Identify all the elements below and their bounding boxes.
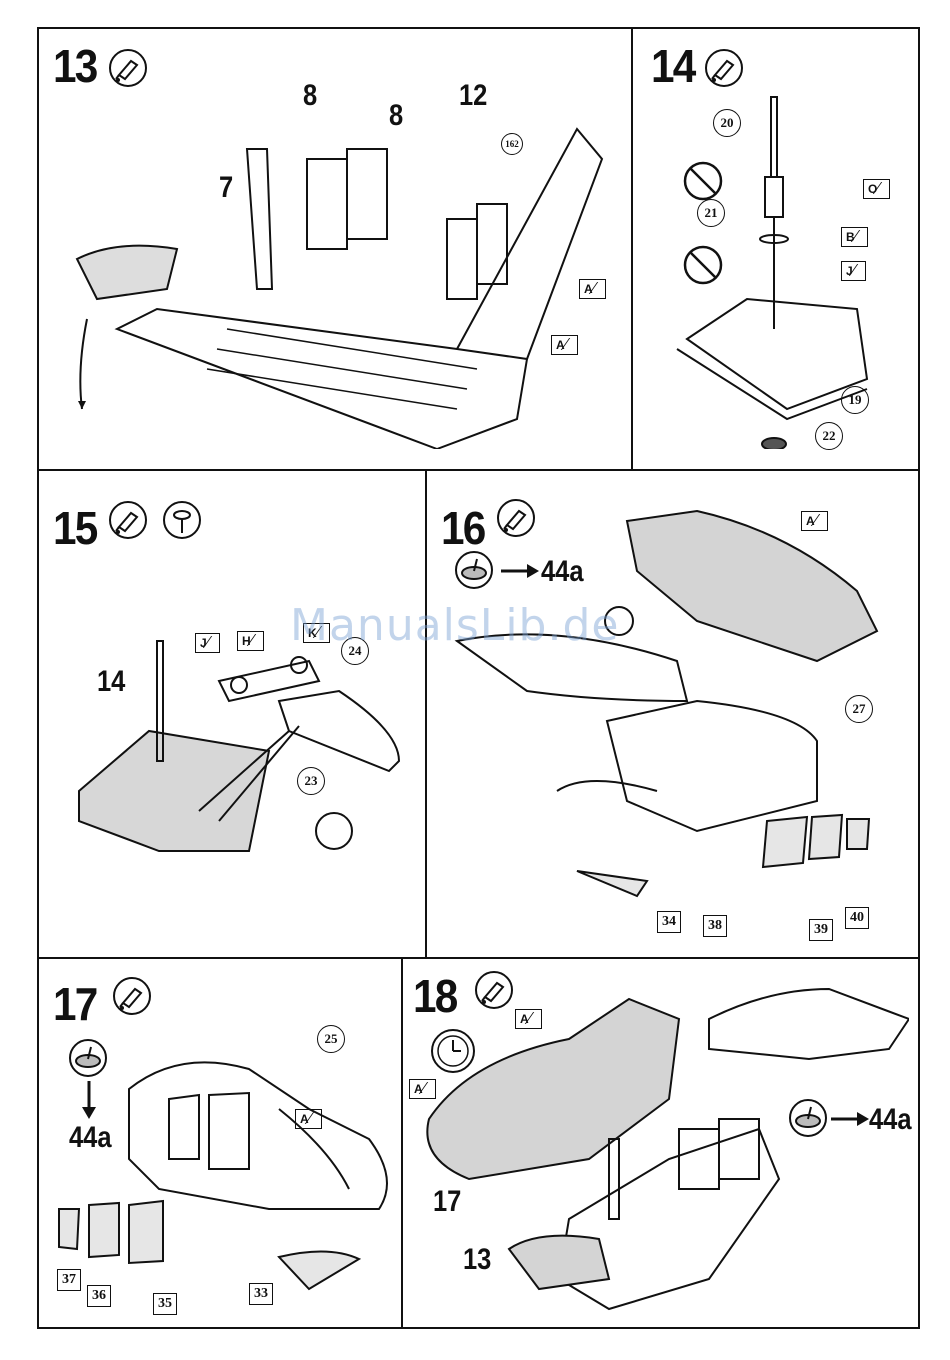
part-number-box: 40 xyxy=(845,907,869,929)
rotor-mast-drawing xyxy=(647,89,907,449)
step-number: 15 xyxy=(53,505,96,551)
fuselage-assembly-drawing xyxy=(409,979,909,1319)
glue-icon xyxy=(109,501,147,539)
fuselage-window-drawing xyxy=(437,501,917,901)
mast-panel-drawing xyxy=(59,621,409,941)
step-number: 14 xyxy=(651,43,694,89)
part-number-box: 34 xyxy=(657,911,681,933)
part-number-box: 39 xyxy=(809,919,833,941)
step-number: 13 xyxy=(53,43,96,89)
step-16-panel: 16 44a 27 A 34 38 39 40 xyxy=(425,469,920,959)
glue-icon xyxy=(109,49,147,87)
cockpit-floor-drawing xyxy=(57,89,617,449)
glue-icon xyxy=(705,49,743,87)
step-14-panel: 14 20 21 19 22 O B J xyxy=(631,27,920,471)
fuselage-side-drawing xyxy=(49,1009,399,1329)
step-15-panel: 15 14 24 23 J H K xyxy=(37,469,427,959)
step-13-panel: 13 8 8 12 7 162 A A xyxy=(37,27,633,471)
part-number-box: 38 xyxy=(703,915,727,937)
step-18-panel: 18 44a A A 17 13 xyxy=(401,957,920,1329)
drill-icon xyxy=(163,501,201,539)
watermark: ManualsLib.de xyxy=(290,600,619,651)
step-17-panel: 17 44a 25 A 37 36 35 33 xyxy=(37,957,403,1329)
